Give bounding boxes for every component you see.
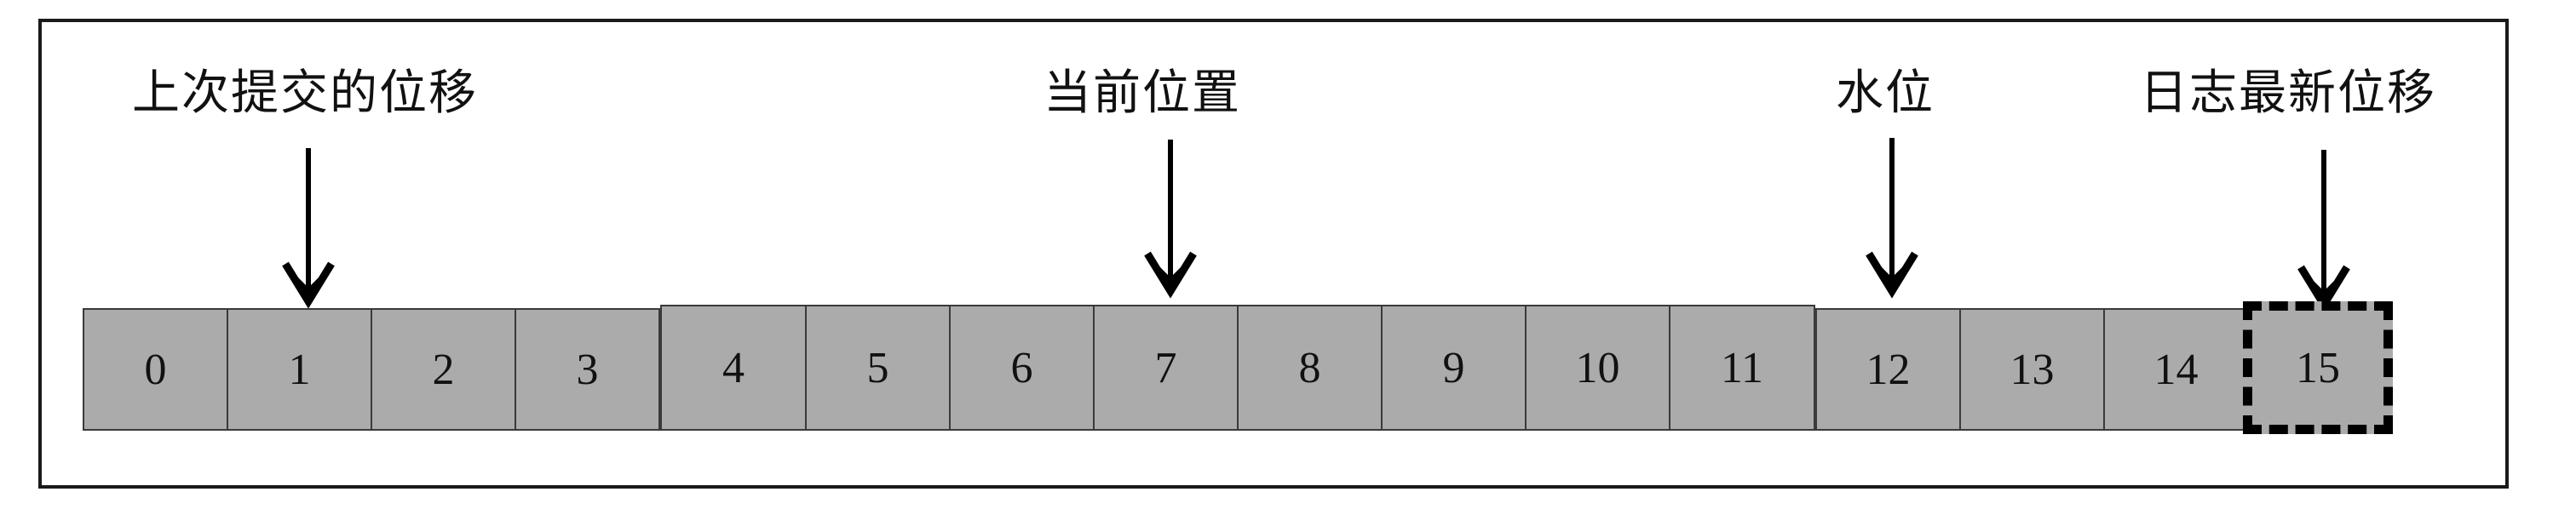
arrow-high-watermark [1866, 138, 1918, 299]
cell-3[interactable]: 3 [516, 310, 658, 429]
cell-0[interactable]: 0 [84, 310, 228, 429]
arrow-current-position [1144, 140, 1197, 299]
cell-group-consumable-region: 4 5 6 7 8 9 10 11 [660, 305, 1815, 431]
cell-2[interactable]: 2 [372, 310, 516, 429]
cell-7[interactable]: 7 [1095, 306, 1239, 429]
arrow-log-end-offset [2297, 150, 2350, 312]
cell-15-highlighted[interactable]: 15 [2243, 301, 2393, 434]
cell-14[interactable]: 14 [2105, 310, 2249, 429]
cell-13[interactable]: 13 [1961, 310, 2105, 429]
cell-11[interactable]: 11 [1670, 306, 1814, 429]
cell-1[interactable]: 1 [228, 310, 372, 429]
cell-5[interactable]: 5 [807, 306, 951, 429]
label-log-end-offset: 日志最新位移 [2140, 67, 2436, 120]
cell-9[interactable]: 9 [1383, 306, 1527, 429]
cell-10[interactable]: 10 [1527, 306, 1670, 429]
label-last-committed-offset: 上次提交的位移 [132, 67, 478, 120]
cell-group-committed-region: 0 1 2 3 [83, 308, 660, 431]
label-high-watermark: 水位 [1836, 67, 1935, 120]
arrow-last-committed-offset [282, 148, 335, 309]
cell-4[interactable]: 4 [662, 306, 807, 429]
offset-cell-strip: 0 1 2 3 4 5 6 7 8 9 10 11 12 13 14 15 15 [83, 301, 2393, 434]
cell-6[interactable]: 6 [951, 306, 1095, 429]
cell-12[interactable]: 12 [1817, 310, 1961, 429]
label-current-position: 当前位置 [1044, 67, 1241, 120]
cell-8[interactable]: 8 [1239, 306, 1383, 429]
